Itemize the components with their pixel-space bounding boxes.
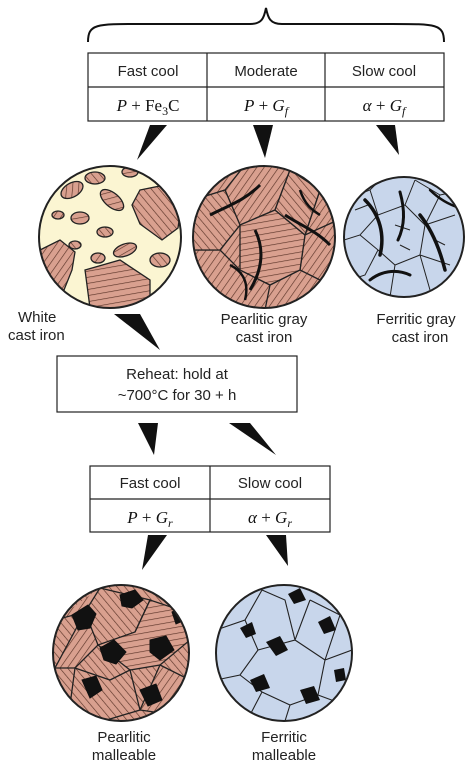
label-ferritic-malleable-line1: Ferritic — [261, 729, 307, 746]
label-ferritic-gray-line2: cast iron — [392, 329, 449, 346]
arrow-to-white — [137, 125, 167, 160]
reheat-line1: Reheat: hold at — [126, 366, 229, 383]
bottom-header-slow-cool: Slow cool — [238, 475, 302, 492]
arrow-reheat-to-slow — [229, 423, 276, 455]
white-cast-iron-micrograph — [39, 166, 182, 308]
arrow-white-to-reheat — [114, 314, 160, 350]
label-pearlitic-gray-line1: Pearlitic gray — [221, 311, 308, 328]
bottom-phase-table: Fast cool Slow cool P + Gr α + Gr — [90, 466, 330, 532]
label-ferritic-gray-line1: Ferritic gray — [376, 311, 456, 328]
header-fast-cool: Fast cool — [118, 63, 179, 80]
label-ferritic-malleable-line2: malleable — [252, 747, 316, 764]
arrow-to-pearlitic-gray — [253, 125, 273, 158]
ferritic-gray-micrograph — [344, 175, 465, 297]
phase-pearlite-cementite: P + Fe3C — [116, 96, 180, 118]
bottom-header-fast-cool: Fast cool — [120, 475, 181, 492]
label-pearlitic-gray-line2: cast iron — [236, 329, 293, 346]
arrow-to-ferritic-malleable — [266, 535, 288, 566]
header-slow-cool: Slow cool — [352, 63, 416, 80]
phase-pearlite-graphite-flakes: P + Gf — [243, 96, 290, 118]
ferritic-malleable-micrograph — [216, 585, 352, 721]
label-pearlitic-malleable-line2: malleable — [92, 747, 156, 764]
header-moderate: Moderate — [234, 63, 297, 80]
reheat-line2: ~700°C for 30 + h — [118, 387, 237, 404]
reheat-box: Reheat: hold at ~700°C for 30 + h — [57, 356, 297, 412]
label-white-line2: cast iron — [8, 327, 65, 344]
top-phase-table: Fast cool Moderate Slow cool P + Fe3C P … — [88, 53, 444, 121]
label-pearlitic-malleable-line1: Pearlitic — [97, 729, 151, 746]
phase-ferrite-graphite-flakes: α + Gf — [363, 96, 407, 118]
phase-pearlite-temper-graphite: P + Gr — [126, 508, 173, 530]
arrow-reheat-to-fast — [138, 423, 158, 455]
label-white-line1: White — [18, 309, 56, 326]
arrow-to-ferritic-gray — [376, 125, 399, 155]
top-brace — [88, 8, 444, 42]
pearlitic-gray-micrograph — [190, 163, 340, 313]
phase-ferrite-temper-graphite: α + Gr — [248, 508, 292, 530]
arrow-to-pearlitic-malleable — [142, 535, 167, 570]
pearlitic-malleable-micrograph — [50, 583, 195, 728]
